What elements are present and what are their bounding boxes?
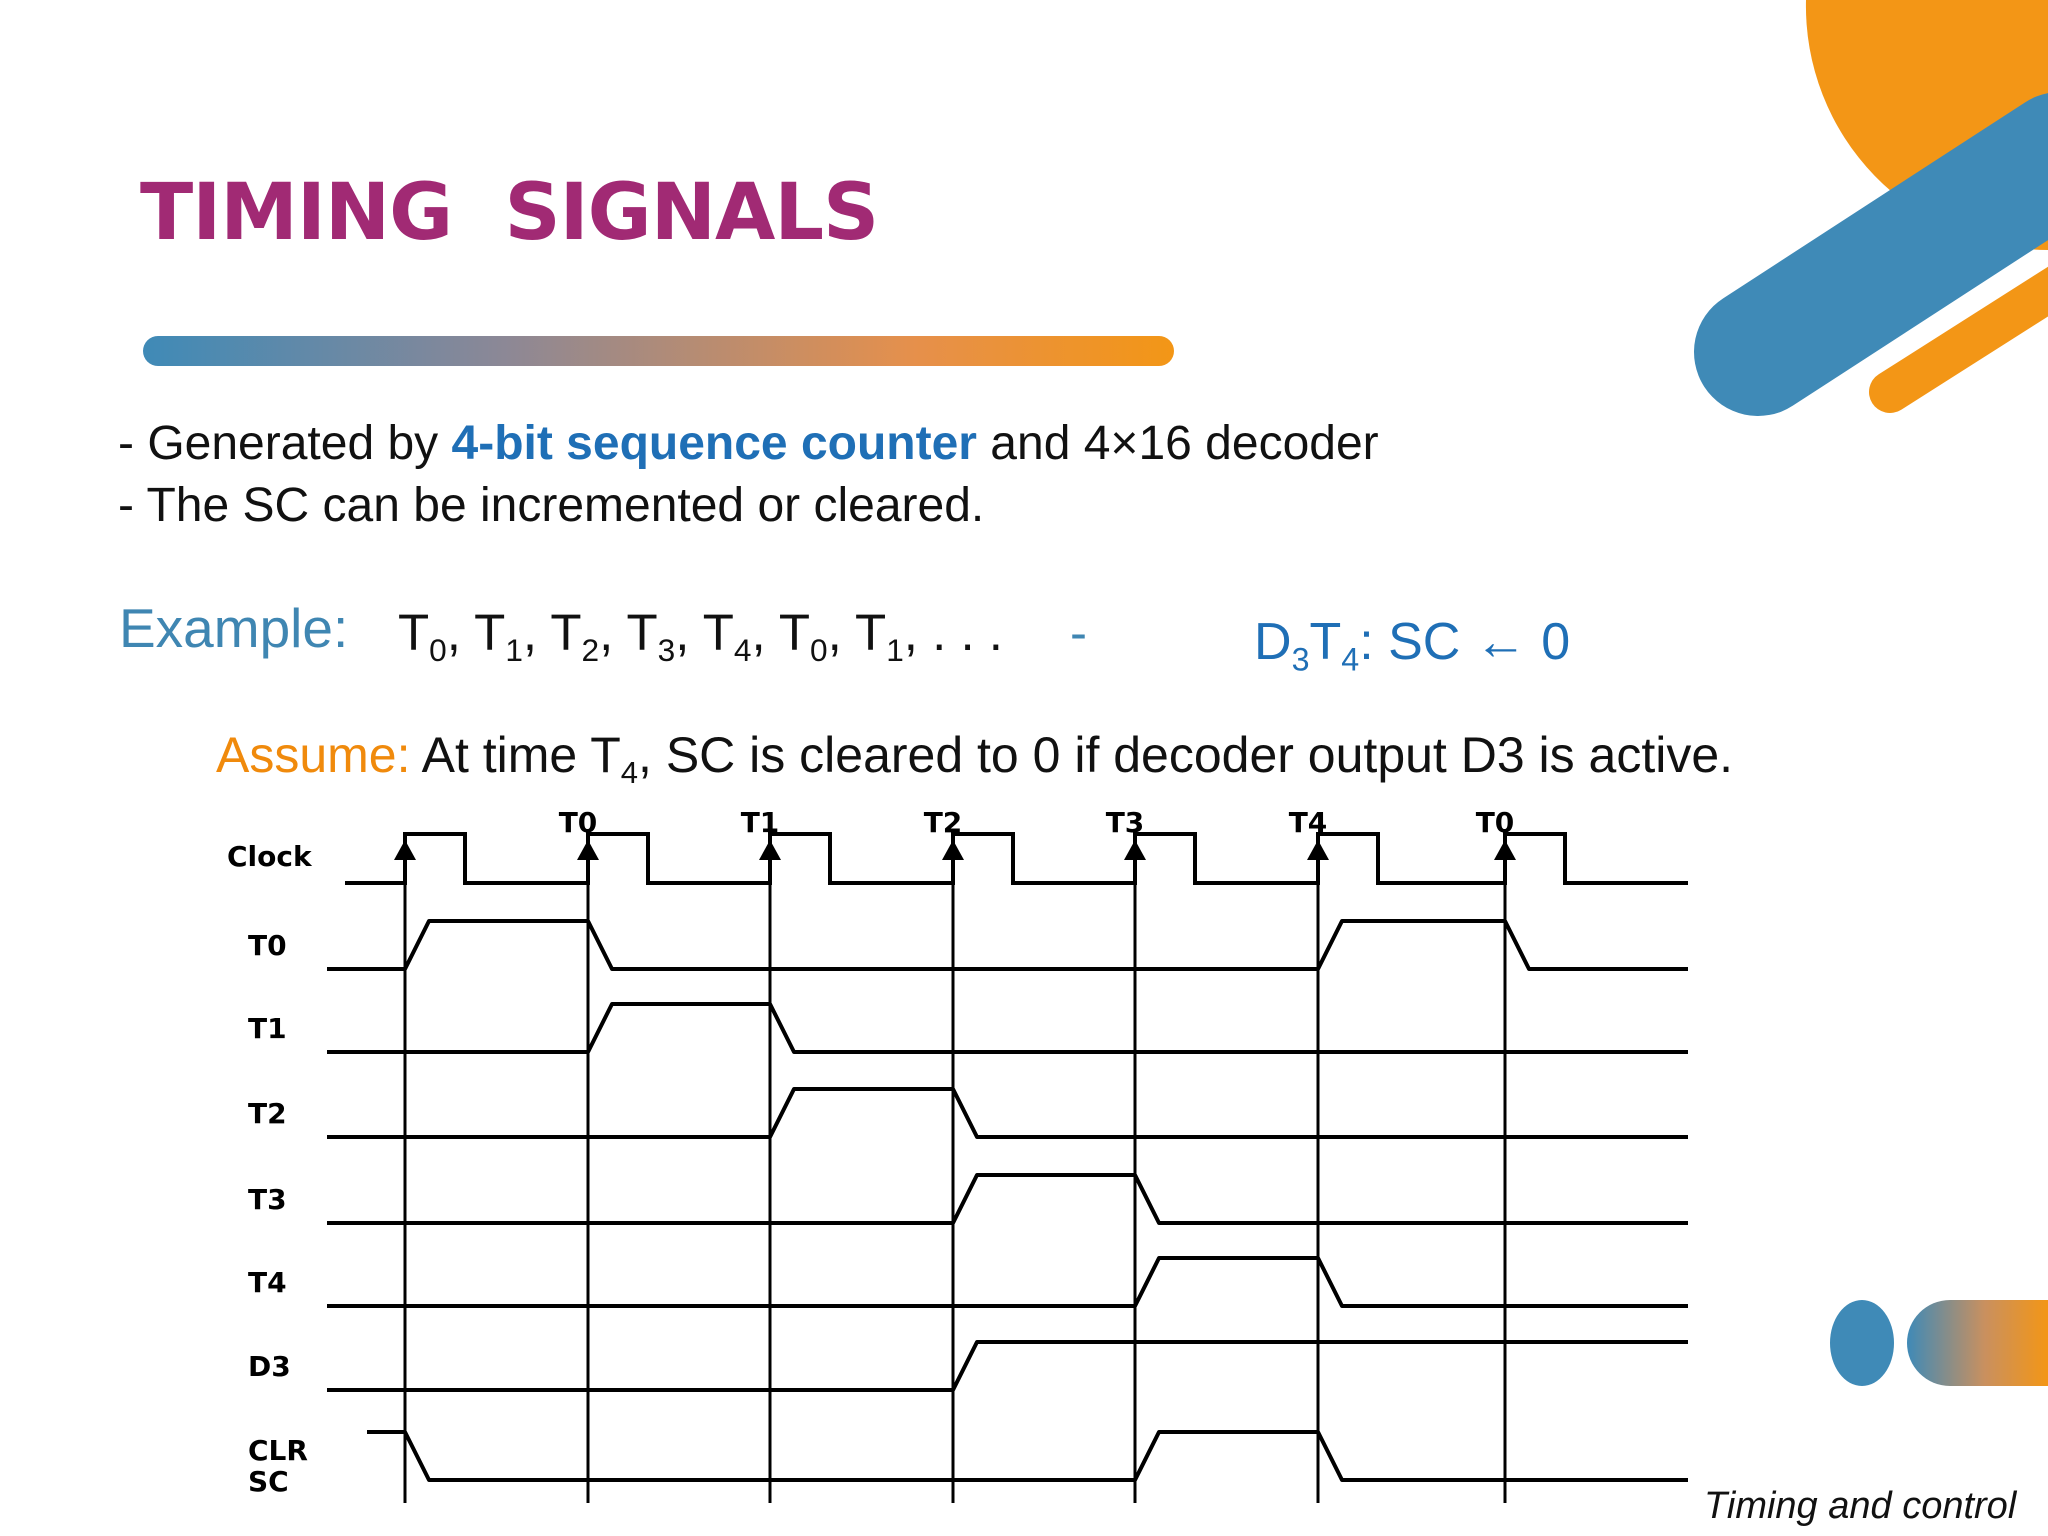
signal-label-clr: CLR bbox=[248, 1434, 308, 1467]
clock-edge-arrow-5 bbox=[1307, 840, 1329, 860]
bullet-text: and 4×16 decoder bbox=[976, 417, 1379, 470]
title-underline-bar bbox=[143, 336, 1174, 366]
clock-edge-arrow-0 bbox=[394, 840, 416, 860]
waveform-d3 bbox=[327, 1340, 1688, 1392]
signal-label-t1: T1 bbox=[248, 1012, 287, 1045]
bullet-text: - Generated by bbox=[118, 417, 452, 470]
signal-label-t3: T3 bbox=[248, 1183, 287, 1216]
waveform-clr-sc bbox=[367, 1430, 1688, 1482]
example-sequence: T0, T1, T2, T3, T4, T0, T1, . . . bbox=[398, 604, 1003, 669]
clock-edge-arrow-4 bbox=[1124, 840, 1146, 860]
assume-statement: Assume: At time T4, SC is cleared to 0 i… bbox=[216, 727, 1734, 790]
blue-dot-shape bbox=[1830, 1300, 1894, 1386]
signal-label-t0: T0 bbox=[248, 929, 287, 962]
edge-label-t3-4: T3 bbox=[1106, 806, 1145, 839]
gradient-pill-shape bbox=[1907, 1300, 2048, 1386]
bullet-sc-increment: - The SC can be incremented or cleared. bbox=[118, 479, 985, 532]
edge-label-t1-2: T1 bbox=[741, 806, 780, 839]
assume-label: Assume: bbox=[216, 727, 411, 783]
clock-edge-arrow-3 bbox=[942, 840, 964, 860]
example-label: Example: bbox=[119, 597, 349, 659]
waveform-t0 bbox=[327, 919, 1688, 971]
edge-label-t0-6: T0 bbox=[1476, 806, 1515, 839]
edge-label-t4-5: T4 bbox=[1289, 806, 1328, 839]
orange-diagonal-bar bbox=[1869, 266, 2048, 413]
page-title: TIMING SIGNALS bbox=[140, 168, 879, 258]
clock-label: Clock bbox=[227, 840, 313, 873]
footer-caption: Timing and control bbox=[1704, 1485, 2017, 1527]
clock-edge-arrow-6 bbox=[1494, 840, 1516, 860]
example-dash: - bbox=[1070, 604, 1087, 661]
waveform-t3 bbox=[327, 1173, 1688, 1225]
clock-edge-arrow-2 bbox=[759, 840, 781, 860]
highlight-sequence-counter: 4-bit sequence counter bbox=[451, 417, 977, 470]
edge-label-t0-1: T0 bbox=[559, 806, 598, 839]
signal-label-t4: T4 bbox=[248, 1266, 287, 1299]
edge-label-t2-3: T2 bbox=[924, 806, 963, 839]
signal-label-t2: T2 bbox=[248, 1097, 287, 1130]
clock-edge-arrow-1 bbox=[577, 840, 599, 860]
clear-rule: D3T4: SC ← 0 bbox=[1254, 613, 1571, 678]
signal-label-sc: SC bbox=[248, 1465, 289, 1498]
bullet-generated-by: - Generated by 4-bit sequence counter an… bbox=[118, 416, 1379, 471]
blue-diagonal-bar bbox=[1694, 93, 2048, 416]
waveform-t4 bbox=[327, 1256, 1688, 1308]
clock-waveform bbox=[345, 832, 1688, 885]
waveform-t1 bbox=[327, 1002, 1688, 1054]
waveform-t2 bbox=[327, 1087, 1688, 1139]
signal-label-d3: D3 bbox=[248, 1350, 291, 1383]
